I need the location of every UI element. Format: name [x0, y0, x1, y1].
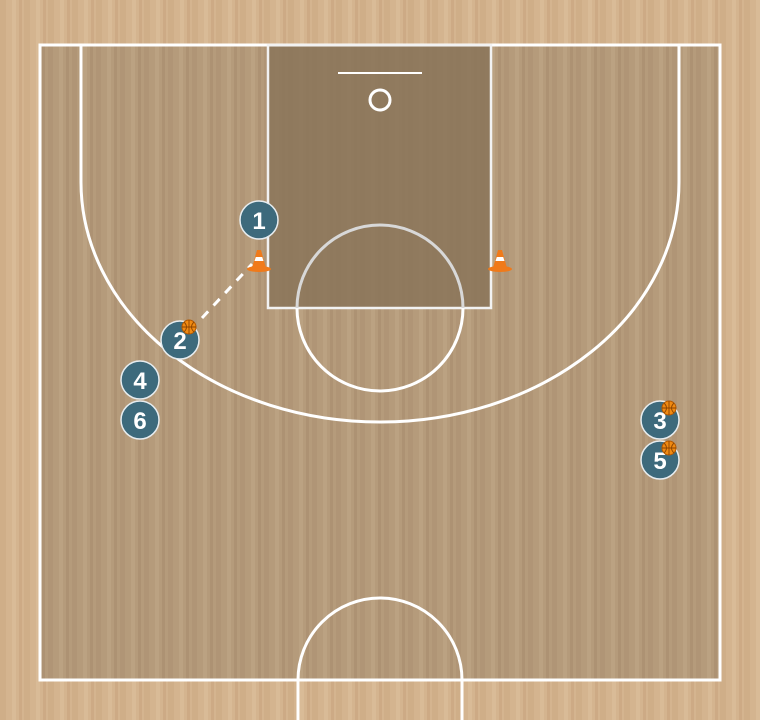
player-6[interactable]: 6	[120, 400, 160, 440]
player-label: 3	[653, 408, 666, 435]
player-label: 1	[252, 208, 265, 235]
paint-area	[268, 45, 491, 308]
cone-icon	[247, 250, 271, 272]
center-circle	[296, 596, 464, 720]
pass-line	[200, 262, 254, 320]
basketball-icon	[661, 440, 677, 456]
basketball-icon	[181, 319, 197, 335]
player-label: 5	[653, 448, 666, 475]
basketball-icon	[661, 400, 677, 416]
player-3[interactable]: 3	[640, 400, 680, 440]
three-point-line	[79, 45, 681, 424]
free-throw-circle-bottom	[295, 307, 465, 393]
player-label: 4	[133, 368, 147, 395]
player-5[interactable]: 5	[640, 440, 680, 480]
cone-icon	[488, 250, 512, 272]
player-1[interactable]: 1	[239, 200, 279, 240]
key-outline	[266, 43, 493, 310]
player-4[interactable]: 4	[120, 360, 160, 400]
player-label: 6	[133, 408, 146, 435]
player-label: 2	[173, 328, 186, 355]
player-2[interactable]: 2	[160, 319, 200, 360]
free-throw-circle-top	[295, 223, 465, 309]
hoop	[368, 88, 392, 112]
